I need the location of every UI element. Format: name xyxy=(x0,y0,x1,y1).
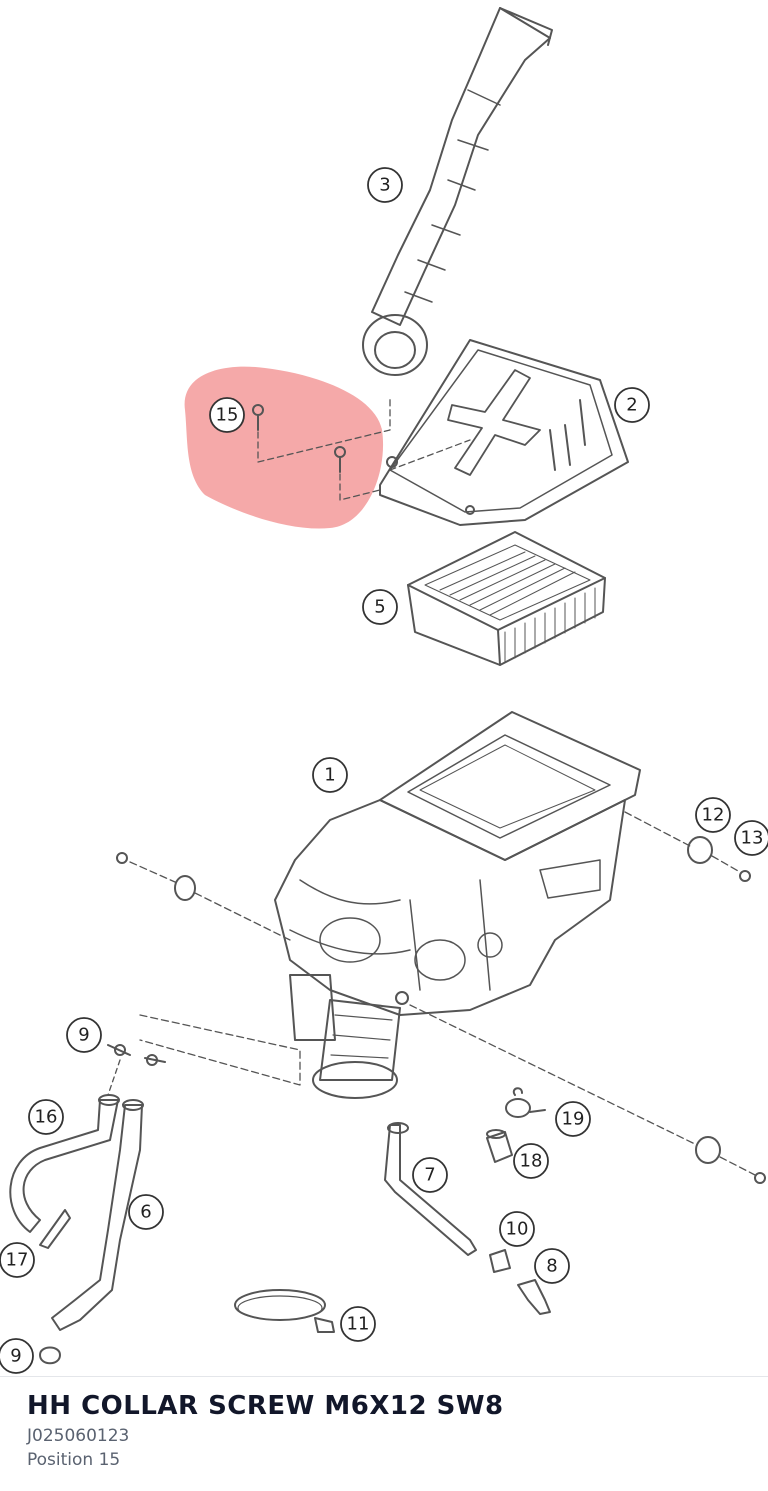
callout-17: 17 xyxy=(6,1250,29,1271)
part-info-panel: HH COLLAR SCREW M6X12 SW8 J025060123 Pos… xyxy=(27,1388,504,1472)
part-10-clip xyxy=(489,1249,511,1273)
callout-3-circle xyxy=(367,167,403,203)
callout-2-circle xyxy=(614,387,650,423)
callout-16-circle xyxy=(28,1099,64,1135)
callout-16: 16 xyxy=(35,1107,58,1128)
callout-7: 7 xyxy=(424,1165,435,1186)
part-5-air-filter xyxy=(407,531,606,666)
part-6-drain-hose xyxy=(9,1094,144,1331)
callout-15-circle xyxy=(209,397,245,433)
divider xyxy=(0,1376,768,1377)
callout-12: 12 xyxy=(702,805,725,826)
callout-13-circle xyxy=(734,820,768,856)
callout-9-circle xyxy=(66,1017,102,1053)
part-8-sensor xyxy=(517,1279,551,1315)
callout-1-circle xyxy=(312,757,348,793)
selected-part-highlight xyxy=(184,366,384,529)
callout-7-circle xyxy=(412,1157,448,1193)
callout-15: 15 xyxy=(216,405,239,426)
callout-8: 8 xyxy=(546,1256,557,1277)
part-2-airbox-cover xyxy=(379,339,629,526)
callout-13: 13 xyxy=(741,828,764,849)
callout-19: 19 xyxy=(562,1109,585,1130)
callout-18-circle xyxy=(513,1143,549,1179)
part-17-clip xyxy=(39,1209,71,1249)
part-1-airbox-body xyxy=(274,711,641,1099)
part-number: J025060123 xyxy=(27,1426,130,1446)
callout-5-circle xyxy=(362,589,398,625)
part-18-plug xyxy=(486,1129,513,1163)
callout-17-circle xyxy=(0,1242,35,1278)
part-position: Position 15 xyxy=(27,1450,121,1470)
callout-18: 18 xyxy=(520,1151,543,1172)
callout-6-circle xyxy=(128,1194,164,1230)
callout-6: 6 xyxy=(140,1202,151,1223)
airbox-mounting-hardware xyxy=(107,811,766,1184)
part-7-breather-tube xyxy=(384,1122,477,1256)
callout-5: 5 xyxy=(374,597,385,618)
callout-9b-circle xyxy=(0,1338,34,1374)
callout-9: 9 xyxy=(78,1025,89,1046)
callout-9b: 9 xyxy=(10,1346,21,1367)
callout-3: 3 xyxy=(379,175,390,196)
part-9-hose-clamps xyxy=(39,1044,166,1365)
part-19-cap xyxy=(505,1087,546,1118)
part-15-collar-screws xyxy=(252,397,471,501)
callout-12-circle xyxy=(695,797,731,833)
callout-2: 2 xyxy=(626,395,637,416)
callout-8-circle xyxy=(534,1248,570,1284)
callout-11-circle xyxy=(340,1306,376,1342)
part-11-band-clamp xyxy=(234,1289,335,1333)
exploded-parts-diagram: 3 2 5 1 6 7 8 9 10 11 12 13 15 16 17 18 … xyxy=(0,7,768,1374)
callout-10: 10 xyxy=(506,1219,529,1240)
part-name: HH COLLAR SCREW M6X12 SW8 xyxy=(27,1391,504,1421)
callout-11: 11 xyxy=(347,1314,370,1335)
callout-10-circle xyxy=(499,1211,535,1247)
callout-19-circle xyxy=(555,1101,591,1137)
callout-1: 1 xyxy=(324,765,335,786)
part-3-intake-tube xyxy=(362,7,553,376)
